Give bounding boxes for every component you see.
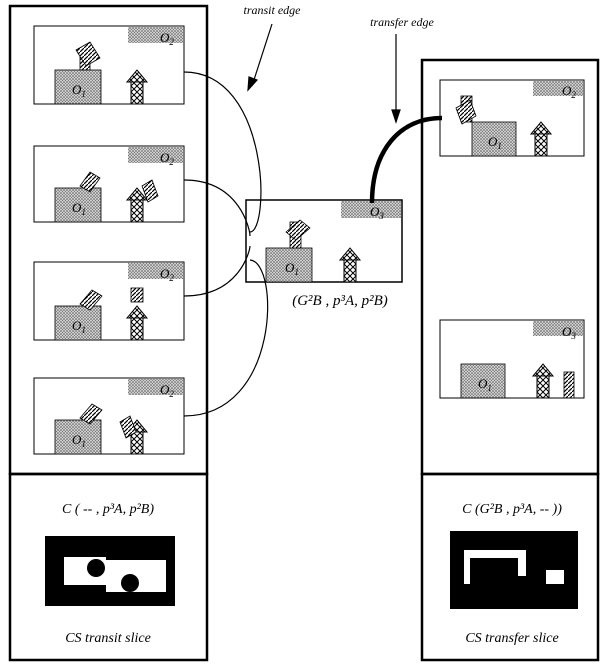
left-scene-4: O2 O1 [33,377,185,455]
center-scene: O3 O1 [245,199,403,283]
transfer-edge-label: transfer edge [370,15,434,29]
annotation-arrows [247,23,401,124]
transit-edges [183,71,269,417]
transfer-edge [369,115,443,204]
left-slice-caption: CS transit slice [65,631,151,646]
left-scene-2: O2 O1 [33,145,185,223]
transit-slice-image [45,536,175,606]
right-slice-frame [420,472,600,662]
transfer-slice-image [450,531,578,609]
left-scene-1: O2 O1 [33,25,185,105]
right-config-label: C (G²B , p³A, -- )) [462,502,562,517]
left-slice-frame [8,472,209,662]
left-scene-3: O2 O1 [33,261,185,341]
right-scene-2: O3 O1 [439,319,585,399]
center-config-label: (G²B , p³A, p²B) [292,293,388,309]
right-slice-caption: CS transfer slice [465,631,558,646]
left-config-label: C ( -- , p³A, p²B) [62,502,154,517]
right-scene-1: O2 O1 [439,79,585,157]
transit-edge-label: transit edge [244,3,302,17]
